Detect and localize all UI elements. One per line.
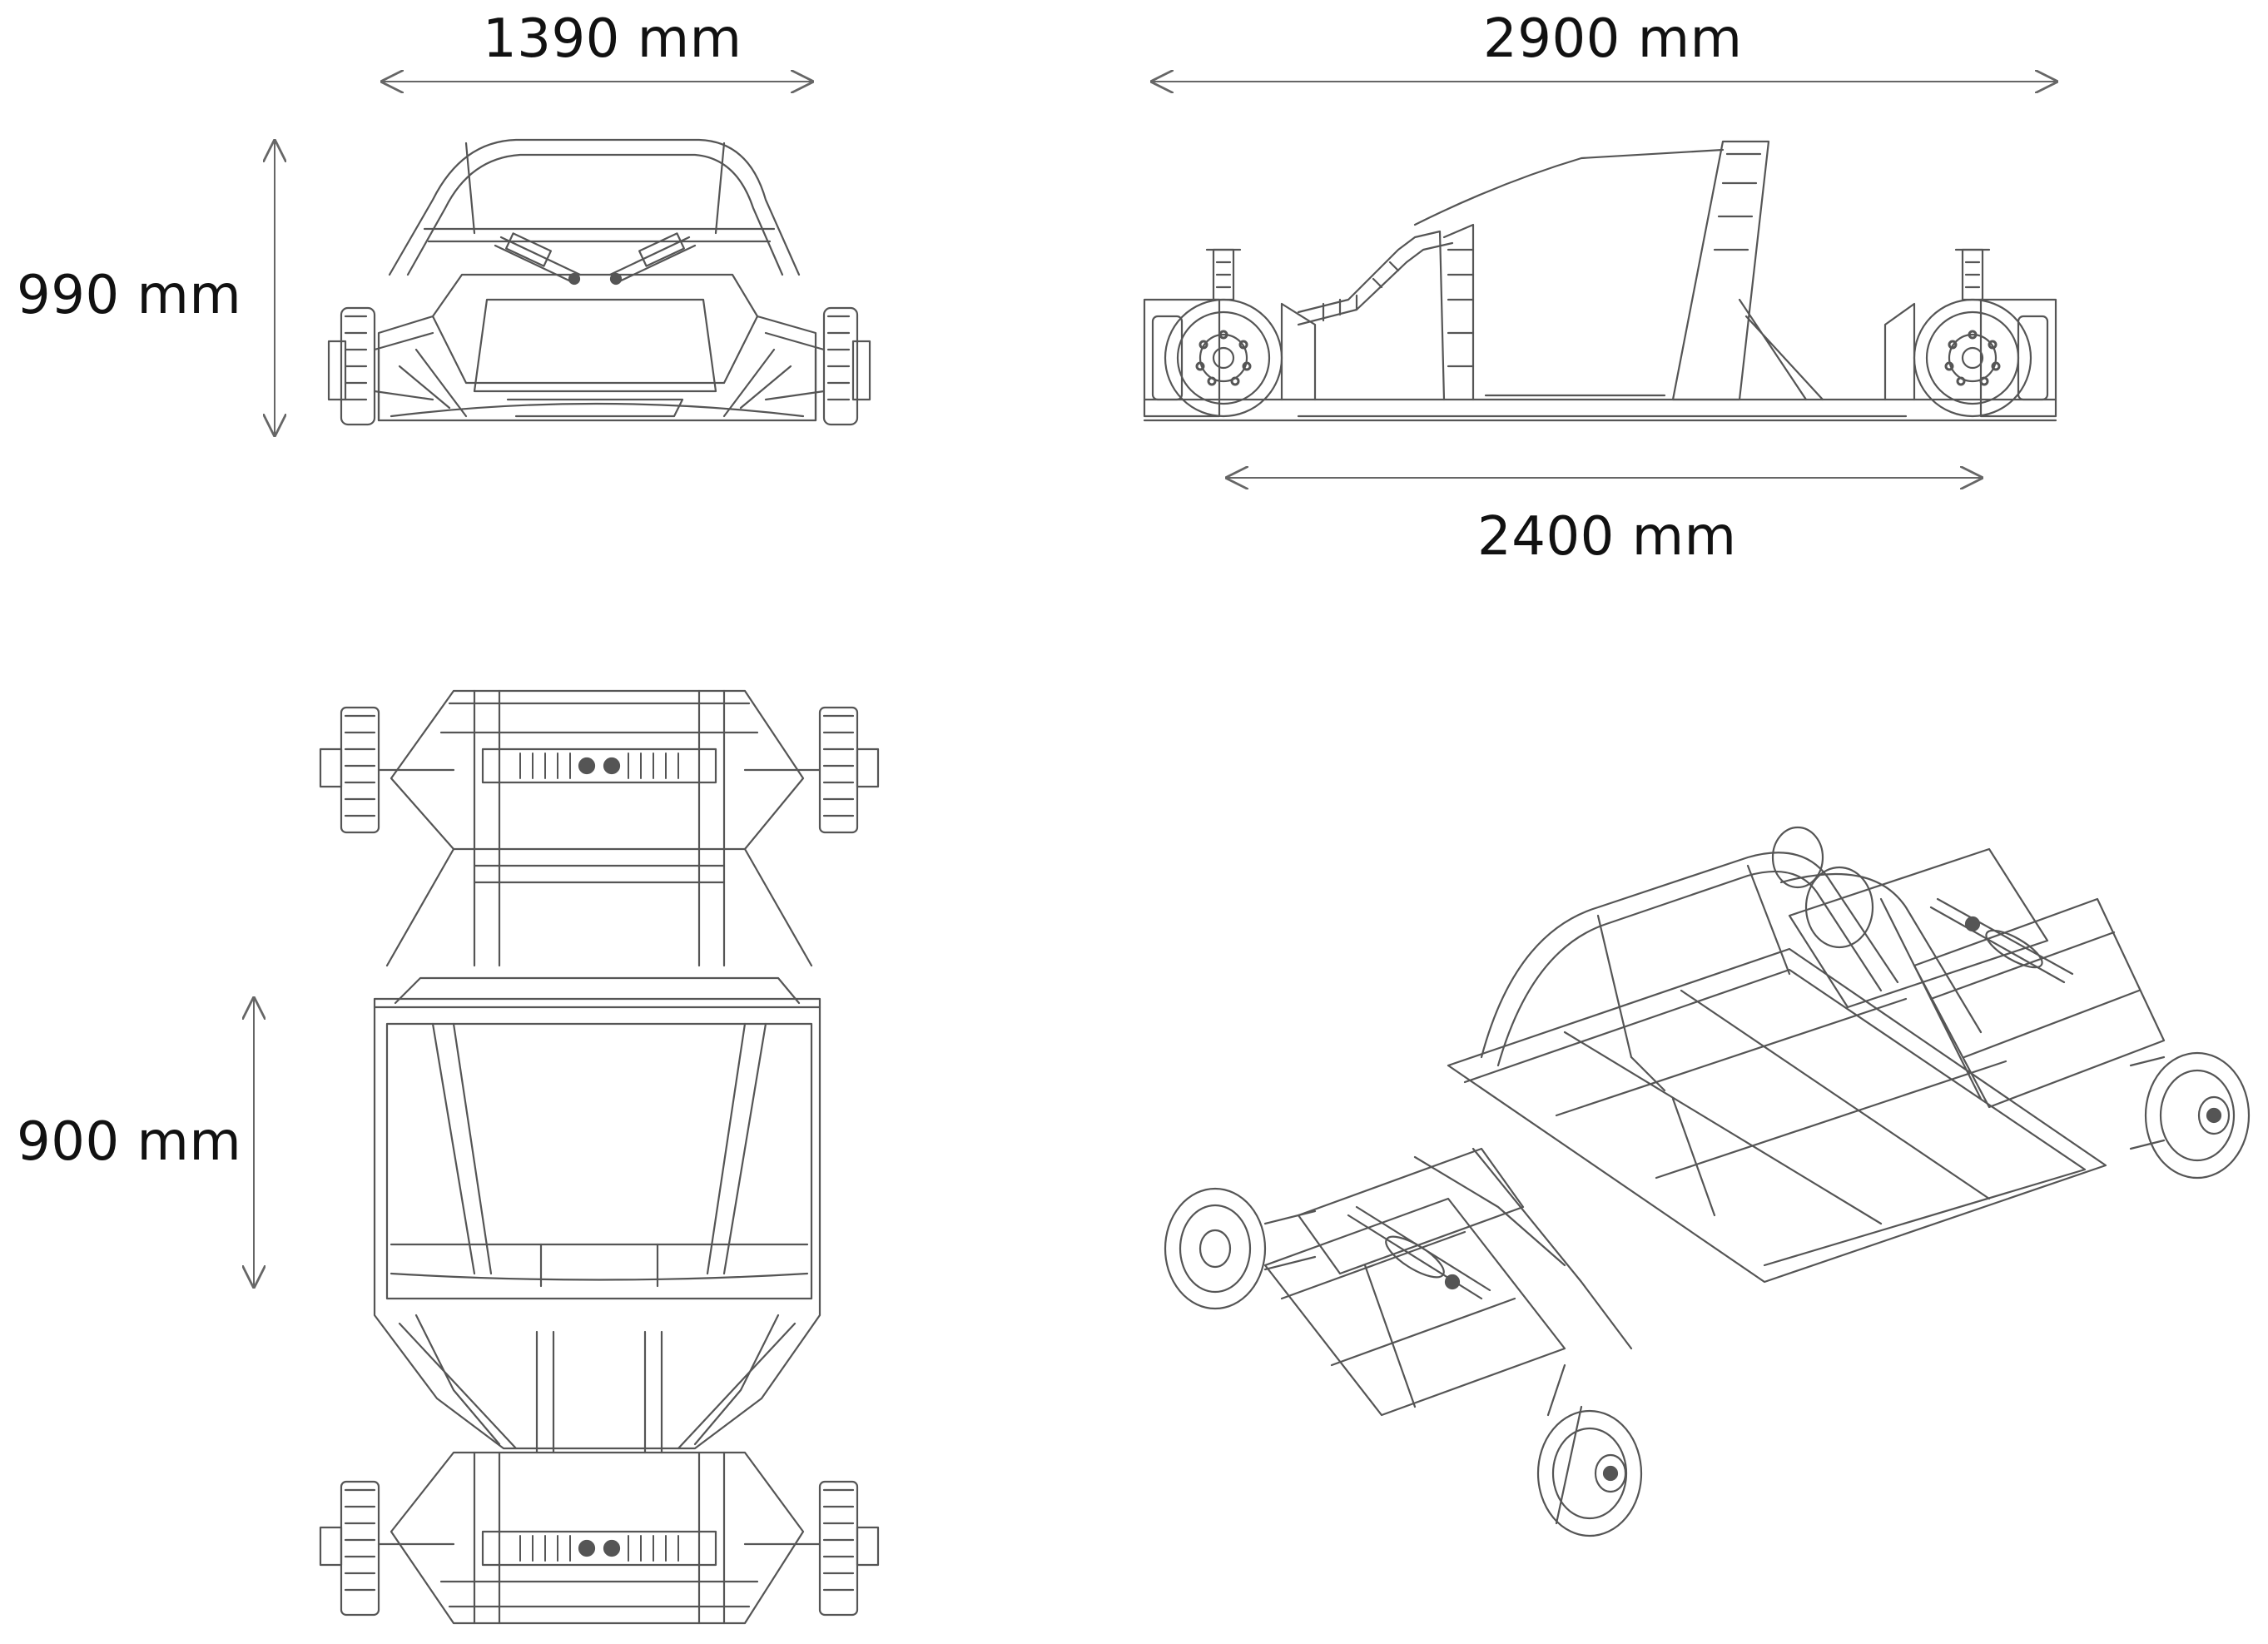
top-view-drawing [320, 691, 878, 1623]
cockpit-length-label: 900 mm [17, 1111, 242, 1173]
isometric-view-drawing [1165, 827, 2249, 1536]
dimension-arrows [254, 82, 2056, 1286]
front-track-label: 1390 mm [483, 8, 742, 70]
overall-height-label: 990 mm [17, 265, 242, 326]
side-view-drawing [1144, 142, 2056, 420]
front-view-drawing [329, 140, 870, 425]
overall-length-label: 2900 mm [1483, 8, 1743, 70]
wheelbase-label: 2400 mm [1477, 506, 1737, 568]
